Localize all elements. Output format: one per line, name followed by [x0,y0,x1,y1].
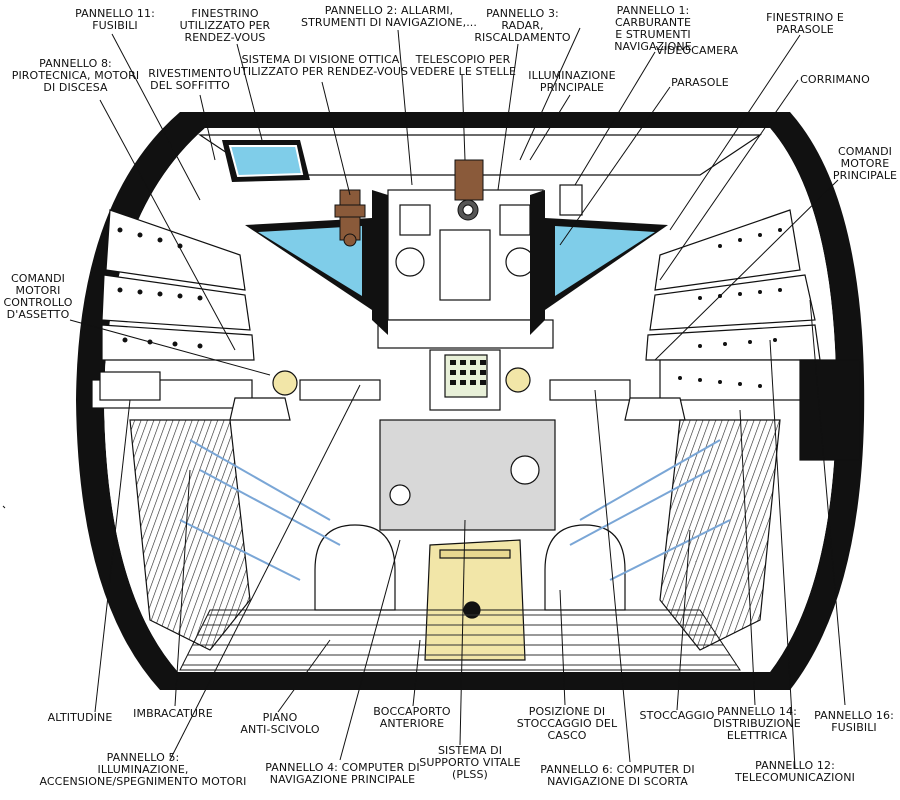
left-equipment-panels [91,209,255,409]
video-camera [559,184,583,216]
crew-harnesses [179,439,731,581]
label-altitude: ALTITUDINE [47,711,113,724]
label-attitude-controls: COMANDI MOTORI CONTROLLO D'ASSETTO [3,272,73,321]
label-rendezvous-window: FINESTRINO UTILIZZATO PER RENDEZ-VOUS [179,7,271,44]
rendezvous-optical-sight [334,189,366,247]
forward-hatch [379,419,556,531]
label-helmet-stowage: POSIZIONE DI STOCCAGGIO DEL CASCO [516,705,618,742]
label-panel-16: PANNELLO 16: FUSIBILI [814,709,894,734]
label-panel-14: PANNELLO 14: DISTRIBUZIONE ELETTRICA [713,705,801,742]
anti-slip-floor [179,609,741,671]
helmet-stowage [314,524,626,611]
label-window-sunshade: FINESTRINO E PARASOLE [766,11,844,36]
label-panel-1: PANNELLO 1: CARBURANTE E STRUMENTI NAVIG… [614,4,692,53]
label-stowage: STOCCAGGIO [639,709,715,722]
label-main-engine-controls: COMANDI MOTORE PRINCIPALE [832,145,898,182]
label-panel-2: PANNELLO 2: ALLARMI, STRUMENTI DI NAVIGA… [300,4,477,29]
label-harnesses: IMBRACATURE [133,707,213,720]
label-anti-slip-floor: PIANO ANTI-SCIVOLO [240,711,320,736]
star-telescope [454,159,484,221]
leader-lines [69,27,846,769]
label-sunshade: PARASOLE [671,76,729,89]
label-star-telescope: TELESCOPIO PER VEDERE LE STELLE [409,53,517,78]
label-forward-hatch: BOCCAPORTO ANTERIORE [373,705,451,730]
label-video-camera: VIDEOCAMERA [655,44,739,57]
label-panel-11: PANNELLO 11: FUSIBILI [75,7,155,32]
right-equipment-panels [645,209,861,461]
label-plss: SISTEMA DI SUPPORTO VITALE (PLSS) [419,744,521,781]
label-panel-5: PANNELLO 5: ILLUMINAZIONE, ACCENSIONE/SP… [39,751,247,788]
overhead-rendezvous-window [222,140,310,182]
label-ceiling-lining: RIVESTIMENTO DEL SOFFITTO [148,67,232,92]
left-front-window [245,218,372,310]
label-handrail: CORRIMANO [800,73,870,86]
right-front-window [545,218,668,310]
label-panel-3: PANNELLO 3: RADAR, RISCALDAMENTO [474,7,571,44]
cabin-hull [76,112,865,690]
label-optical-sight: SISTEMA DI VISIONE OTTICA UTILIZZATO PER… [232,53,409,78]
label-panel-6: PANNELLO 6: COMPUTER DI NAVIGAZIONE DI S… [540,763,695,788]
label-panel-8: PANNELLO 8: PIROTECNICA, MOTORI DI DISCE… [11,57,140,94]
label-panel-12: PANNELLO 12: TELECOMUNICAZIONI [735,759,855,784]
label-main-lighting: ILLUMINAZIONE PRINCIPALE [528,69,616,94]
label-panel-4: PANNELLO 4: COMPUTER DI NAVIGAZIONE PRIN… [265,761,420,786]
